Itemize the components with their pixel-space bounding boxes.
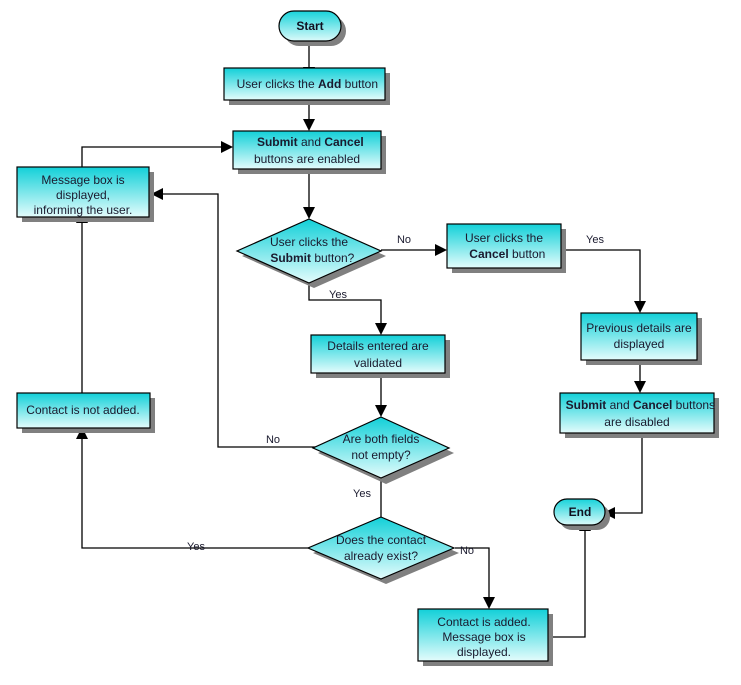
node-fields-decision[interactable]: Are both fields not empty? (311, 416, 454, 484)
connector-fields-no-to-messagebox (151, 188, 318, 448)
edge-labels: No Yes Yes No Yes Yes No (187, 234, 604, 557)
connector-enabled-to-submit-decision (303, 169, 315, 219)
node-submit-decision[interactable]: User clicks the Submit button? (235, 218, 386, 288)
connector-cancel-yes-to-previous (561, 249, 646, 313)
edge-label-fields-yes: Yes (353, 488, 371, 500)
node-contact-added-line1: Contact is added. (437, 615, 530, 629)
node-end-label: End (569, 505, 592, 519)
node-fields-decision-line1: Are both fields (343, 432, 420, 446)
node-submit-decision-line2: Submit button? (240, 251, 377, 265)
edge-label-submit-no: No (397, 234, 411, 246)
node-message-box[interactable]: Message box is displayed, informing the … (16, 166, 154, 222)
node-cancel-click-line2: Cancel button (439, 247, 568, 261)
node-previous-details-line1: Previous details are (586, 321, 692, 335)
node-contact-not-added-label: Contact is not added. (26, 403, 139, 417)
connector-submit-no-to-cancel (381, 244, 447, 256)
node-buttons-enabled-line2: buttons are enabled (254, 152, 360, 166)
node-exists-decision[interactable]: Does the contact already exist? (306, 516, 459, 584)
node-start[interactable]: Start (278, 10, 346, 46)
node-exists-decision-line2: already exist? (344, 549, 418, 563)
node-contact-added-line2: Message box is (442, 630, 525, 644)
node-submit-decision-line1: User clicks the (270, 235, 348, 249)
node-contact-not-added[interactable]: Contact is not added. (16, 392, 155, 433)
node-message-box-line1: Message box is (41, 173, 124, 187)
node-previous-details-line2: displayed (614, 337, 665, 351)
edge-label-cancel-yes: Yes (586, 234, 604, 246)
connector-add-to-enabled (303, 104, 315, 131)
edge-label-exists-yes: Yes (187, 541, 205, 553)
connector-exists-no-to-added (455, 547, 495, 609)
node-buttons-disabled-line1: Submit and Cancel buttons (536, 398, 739, 412)
node-end[interactable]: End (553, 498, 610, 530)
node-buttons-enabled-line1: Submit and Cancel (227, 135, 387, 149)
node-fields-decision-line2: not empty? (351, 448, 411, 462)
connector-disabled-to-end (603, 433, 643, 519)
node-contact-added-line3: displayed. (457, 645, 511, 659)
connector-messagebox-to-enabled (81, 141, 233, 167)
node-add-click[interactable]: User clicks the Add button (207, 67, 402, 105)
node-start-label: Start (296, 19, 323, 33)
node-buttons-disabled[interactable]: Submit and Cancel buttons are disabled (536, 392, 739, 438)
node-details-validated-line2: validated (354, 356, 402, 370)
edge-label-exists-no: No (460, 545, 474, 557)
connector-submit-yes-to-validated (308, 283, 387, 335)
node-contact-added[interactable]: Contact is added. Message box is display… (417, 608, 553, 666)
node-details-validated[interactable]: Details entered are validated (310, 334, 450, 378)
node-message-box-line3: informing the user. (34, 203, 133, 217)
edge-label-submit-yes: Yes (329, 289, 347, 301)
node-message-box-line2: displayed, (56, 188, 110, 202)
node-exists-decision-line1: Does the contact (336, 533, 427, 547)
node-cancel-click[interactable]: User clicks the Cancel button (439, 223, 568, 273)
connector-not-added-to-messagebox (76, 211, 88, 393)
node-details-validated-line1: Details entered are (327, 339, 429, 353)
edge-label-fields-no: No (266, 434, 280, 446)
node-add-click-label: User clicks the Add button (207, 77, 402, 91)
node-buttons-disabled-line2: are disabled (604, 415, 669, 429)
node-buttons-enabled[interactable]: Submit and Cancel buttons are enabled (227, 130, 387, 174)
node-previous-details[interactable]: Previous details are displayed (580, 312, 702, 365)
connector-added-to-end (553, 519, 591, 638)
node-cancel-click-line1: User clicks the (465, 231, 543, 245)
connector-validated-to-fields (375, 373, 387, 417)
